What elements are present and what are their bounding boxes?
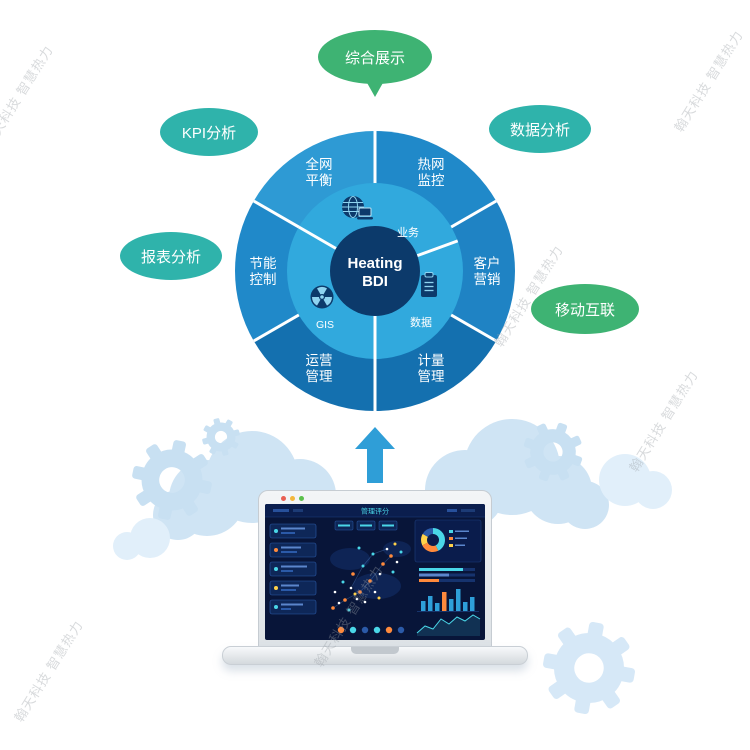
bubble-label: KPI分析 <box>181 124 237 142</box>
gis-radar-icon <box>310 285 334 309</box>
cloud-bottom-left <box>113 518 170 560</box>
label-jiankong: 监控 <box>418 173 445 188</box>
label-quanwang: 全网 <box>306 156 333 172</box>
dashboard-left-panel <box>269 523 317 615</box>
close-dot-icon <box>281 496 286 501</box>
wheel-center-disk <box>330 226 420 316</box>
hbar-chart <box>419 568 475 582</box>
label-rewang: 热网 <box>418 157 445 172</box>
bubble-mobile-internet: 移动互联 <box>531 284 639 334</box>
label-jiliang: 计量 <box>418 353 445 368</box>
laptop-screen: 管理评分 <box>258 490 492 647</box>
label-pingheng: 平衡 <box>306 173 333 188</box>
area-chart <box>416 614 481 636</box>
label-yunying: 运营 <box>306 353 333 368</box>
bubble-label: 报表分析 <box>140 248 201 266</box>
dashboard-map <box>330 520 411 634</box>
label-kehu: 客户 <box>474 255 501 271</box>
inner-ring-dividers <box>298 225 459 359</box>
dashboard-screen: 管理评分 <box>265 504 485 640</box>
laptop-notch <box>351 647 399 654</box>
bubble-label: 移动互联 <box>554 301 615 319</box>
bubble-pointer-icon <box>366 81 384 97</box>
gear-icon <box>536 615 643 722</box>
maximize-dot-icon <box>299 496 304 501</box>
globe-laptop-icon <box>342 196 373 220</box>
laptop-base <box>222 646 528 665</box>
window-control-dots <box>281 496 304 501</box>
label-guanli-2: 管理 <box>306 369 333 384</box>
bubble-kpi-analysis: KPI分析 <box>160 108 258 156</box>
donut-chart <box>421 528 445 552</box>
center-title-line2: BDI <box>362 273 388 290</box>
donut-legend <box>449 530 469 547</box>
label-yewu: 业务 <box>397 226 419 239</box>
bubble-comprehensive-display: 综合展示 <box>318 30 432 97</box>
label-gis: GIS <box>316 319 334 331</box>
dashboard-title: 管理评分 <box>361 507 389 516</box>
vbar-chart <box>417 589 479 612</box>
center-title-line1: Heating <box>347 255 402 272</box>
label-jieneng: 节能 <box>250 256 277 271</box>
clipboard-icon <box>421 272 437 297</box>
bubble-label: 数据分析 <box>509 121 570 139</box>
bubble-label: 综合展示 <box>344 49 405 67</box>
label-kongzhi: 控制 <box>250 272 277 287</box>
label-shuju: 数据 <box>410 315 432 329</box>
bdi-wheel: Heating BDI 全网 平衡 热网 监控 客户 营销 计量 管理 运营 管… <box>235 131 515 411</box>
cloud-far-right <box>599 454 672 509</box>
dashboard-toolbar-icons <box>337 626 405 634</box>
label-guanli-1: 管理 <box>418 369 445 384</box>
minimize-dot-icon <box>290 496 295 501</box>
dashboard-right-panel <box>414 519 482 636</box>
up-arrow-icon <box>355 427 395 483</box>
bubble-data-analysis: 数据分析 <box>489 105 591 153</box>
bubble-report-analysis: 报表分析 <box>120 232 222 280</box>
label-yingxiao: 营销 <box>474 272 501 287</box>
